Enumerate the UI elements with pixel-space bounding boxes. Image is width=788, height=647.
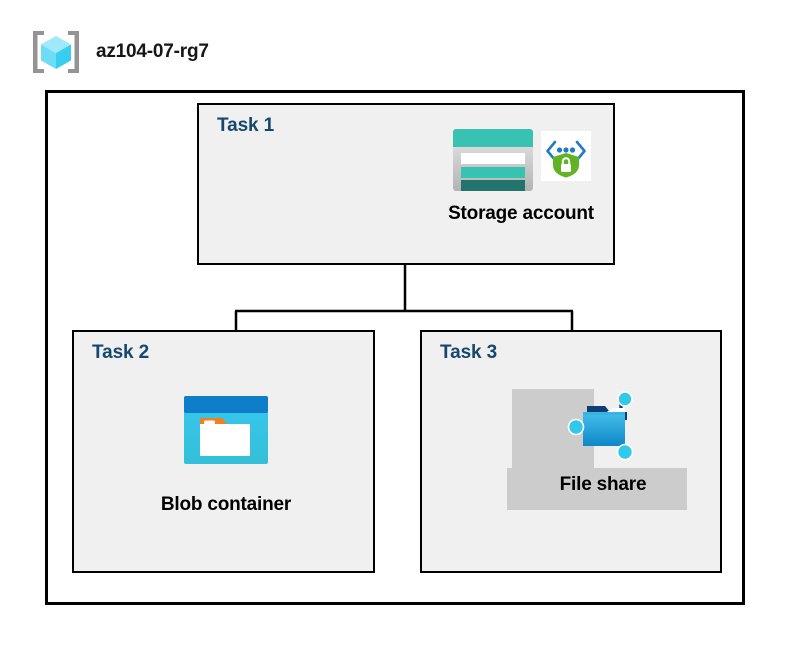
node-blob-container[interactable]: Blob container xyxy=(161,392,291,516)
storage-account-caption: Storage account xyxy=(448,203,594,224)
security-shield-lock-icon xyxy=(541,131,591,181)
storage-account-icon xyxy=(453,129,533,191)
task-2-label: Task 2 xyxy=(92,342,150,363)
node-storage-account[interactable]: Storage account xyxy=(431,125,611,225)
file-share-icon xyxy=(567,391,634,461)
resource-group-name: az104-07-rg7 xyxy=(96,41,209,62)
file-share-caption: File share xyxy=(559,474,647,495)
resource-group-header: az104-07-rg7 xyxy=(30,28,209,76)
blob-container-icon xyxy=(184,396,268,464)
task-1-box: Task 1 xyxy=(197,103,615,265)
resource-group-cube-icon xyxy=(33,31,79,73)
node-file-share[interactable]: File share xyxy=(510,382,696,496)
task-3-label: Task 3 xyxy=(440,342,498,363)
file-share-label-highlight xyxy=(507,468,687,510)
task-2-box: Task 2 Blob container xyxy=(72,330,375,573)
task-1-label: Task 1 xyxy=(217,115,275,136)
blob-container-caption: Blob container xyxy=(160,494,292,515)
